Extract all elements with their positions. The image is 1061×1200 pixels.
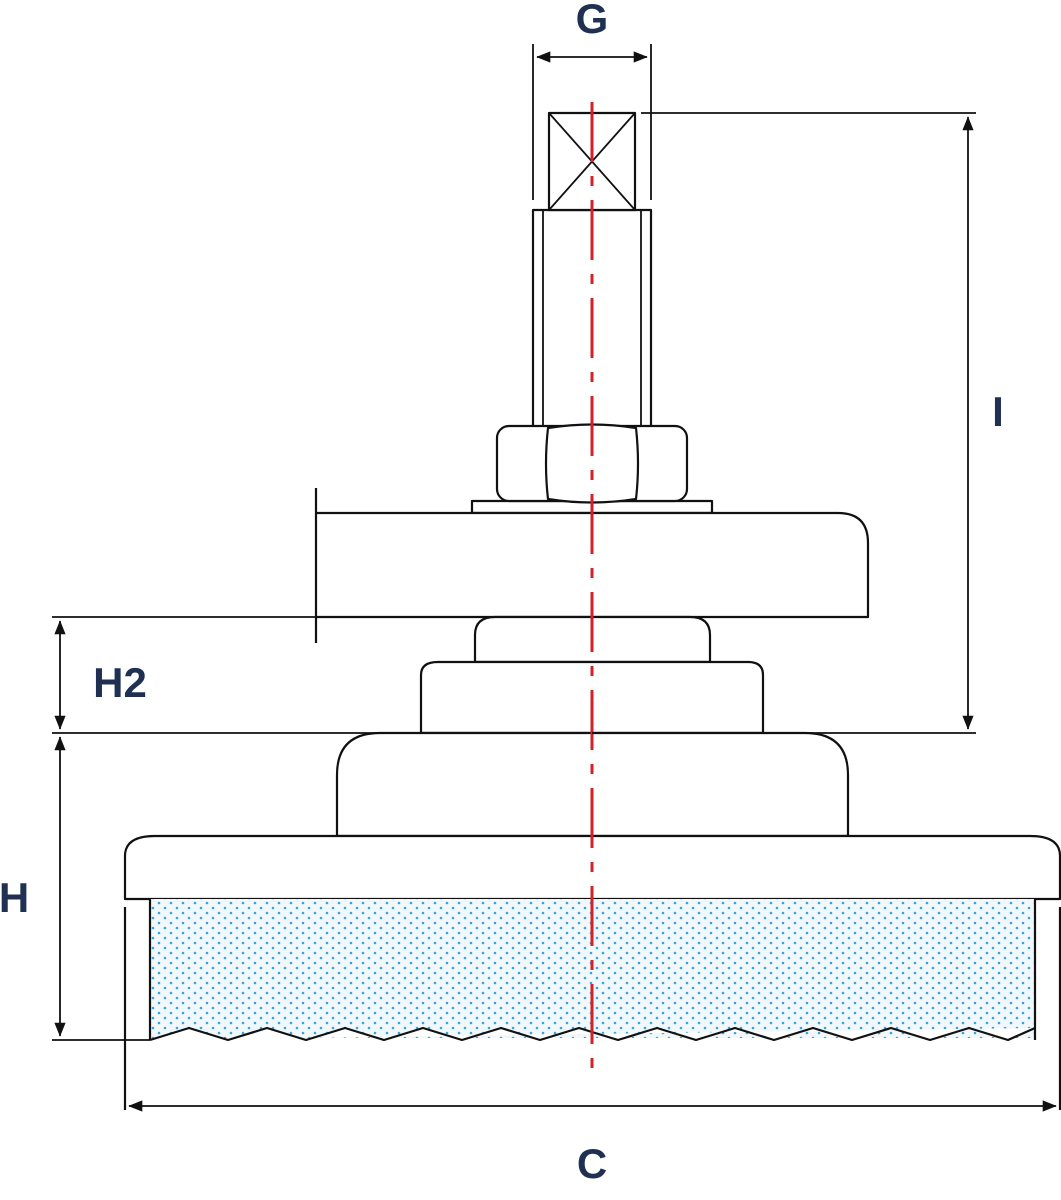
- dimension-h: H: [0, 736, 150, 1041]
- dimension-label-h: H: [0, 874, 29, 921]
- dimension-label-h2: H2: [93, 659, 147, 706]
- upper-plate: [314, 488, 870, 643]
- dimension-h2: H2: [52, 616, 421, 734]
- dimension-label-c: C: [577, 1140, 607, 1187]
- dimension-i: I: [592, 112, 1004, 734]
- dimension-label-i: I: [992, 388, 1004, 435]
- dimension-c: C: [128, 1100, 1057, 1187]
- dimension-g: G: [532, 0, 652, 200]
- dimension-label-g: G: [576, 0, 609, 42]
